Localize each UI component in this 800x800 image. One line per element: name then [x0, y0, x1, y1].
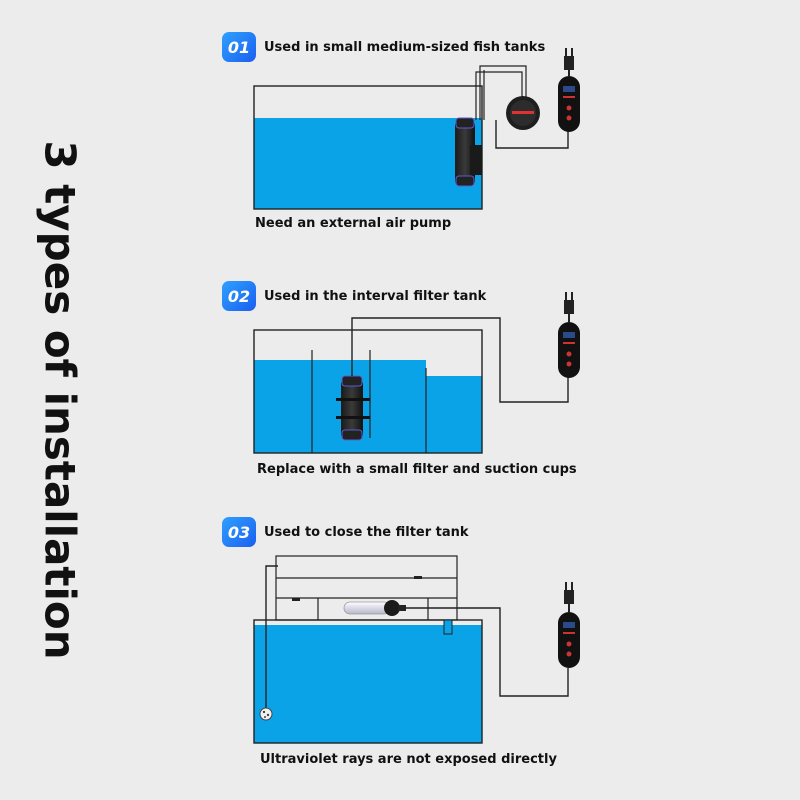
- step-03-caption: Ultraviolet rays are not exposed directl…: [260, 752, 557, 767]
- controller-icon: [558, 612, 580, 668]
- step-02-badge: 02: [222, 281, 256, 311]
- filter-icon: [455, 117, 482, 187]
- filter-icon: [336, 375, 370, 441]
- step-01-badge: 01: [222, 32, 256, 62]
- air-tube-1: [475, 65, 527, 120]
- plug-icon: [564, 48, 574, 76]
- air-stone-icon: [259, 707, 273, 721]
- step-03-header: 03 Used to close the filter tank: [222, 517, 469, 547]
- tank-3: [253, 619, 483, 744]
- step-01-caption: Need an external air pump: [255, 216, 452, 231]
- controller-icon: [558, 76, 580, 132]
- step-01-title: Used in small medium-sized fish tanks: [264, 39, 546, 55]
- air-pump-icon: [506, 96, 540, 130]
- plug-icon: [564, 292, 574, 322]
- tank-1: [253, 85, 483, 210]
- step-02-header: 02 Used in the interval filter tank: [222, 281, 486, 311]
- tank-2: [253, 329, 483, 454]
- step-01-header: 01 Used in small medium-sized fish tanks: [222, 32, 545, 62]
- plug-icon: [564, 582, 574, 612]
- uv-lamp-icon: [343, 600, 406, 616]
- step-02-caption: Replace with a small filter and suction …: [257, 462, 577, 477]
- controller-icon: [558, 322, 580, 378]
- step-02-title: Used in the interval filter tank: [264, 288, 487, 304]
- step-03-badge: 03: [222, 517, 256, 547]
- step-03-title: Used to close the filter tank: [264, 524, 469, 540]
